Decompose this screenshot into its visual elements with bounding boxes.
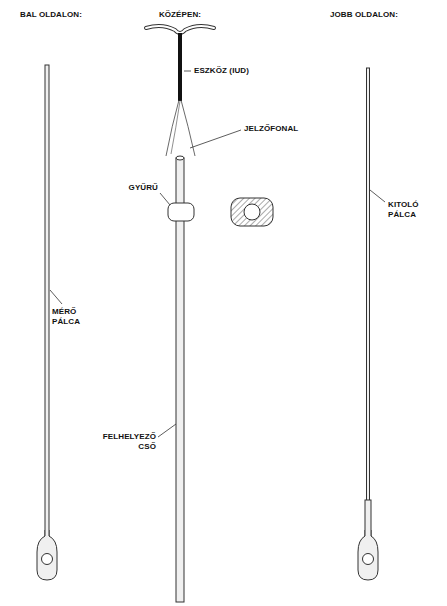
section-heading: BAL OLDALON:	[20, 10, 82, 20]
section-heading: JOBB OLDALON:	[330, 10, 398, 20]
section-heading: KÖZÉPEN:	[159, 10, 201, 20]
insertion-tube	[176, 156, 184, 602]
leader-lines	[50, 71, 385, 437]
ring-cross-section	[231, 198, 273, 226]
part-label: JELZŐFONAL	[244, 124, 298, 134]
part-label: MÉRŐ PÁLCA	[52, 307, 80, 327]
pusher-rod	[358, 68, 378, 580]
part-label: GYŰRŰ	[129, 183, 158, 193]
part-label: KITOLÓ PÁLCA	[388, 200, 419, 220]
ring	[168, 203, 194, 221]
part-label: FELHELYEZŐ CSŐ	[103, 432, 156, 452]
part-label: ESZKÖZ (IUD)	[194, 66, 249, 76]
iud-device	[146, 26, 214, 101]
